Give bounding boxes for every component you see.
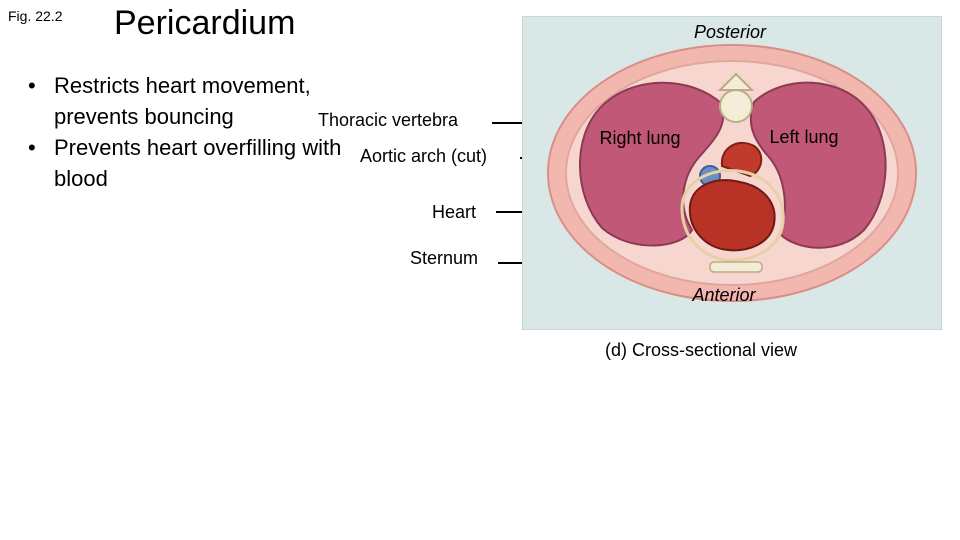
right-lung-shape <box>579 81 725 247</box>
thorax-cross-section-illustration: Posterior Anterior Right lung Left lung <box>522 16 942 330</box>
vertebra-process <box>717 72 755 91</box>
bullet-list: •Restricts heart movement, prevents boun… <box>28 70 348 194</box>
label-heart: Heart <box>432 202 477 222</box>
page-title: Pericardium <box>114 4 296 42</box>
label-posterior: Posterior <box>694 22 767 42</box>
sternum-shape <box>709 261 763 273</box>
figure-caption: (d) Cross-sectional view <box>605 340 798 360</box>
label-sternum: Sternum <box>410 248 479 268</box>
label-left-lung: Left lung <box>769 127 838 147</box>
aortic-arch-shape <box>720 141 763 178</box>
label-thoracic-vertebra: Thoracic vertebra <box>318 110 459 130</box>
heart-shape <box>688 179 776 252</box>
pericardium-outline <box>680 169 785 262</box>
vertebra-shape <box>719 89 753 123</box>
label-aortic-arch: Aortic arch (cut) <box>360 146 488 166</box>
label-anterior: Anterior <box>691 285 756 305</box>
bullet-item: •Restricts heart movement, prevents boun… <box>28 70 348 132</box>
left-lung-shape <box>749 81 887 249</box>
fig-label: Fig. 22.2 <box>8 8 63 24</box>
bullet-dot-icon: • <box>28 73 36 98</box>
label-right-lung: Right lung <box>599 128 680 148</box>
bullet-item: •Prevents heart overfilling with blood <box>28 132 348 194</box>
bullet-dot-icon: • <box>28 135 36 160</box>
